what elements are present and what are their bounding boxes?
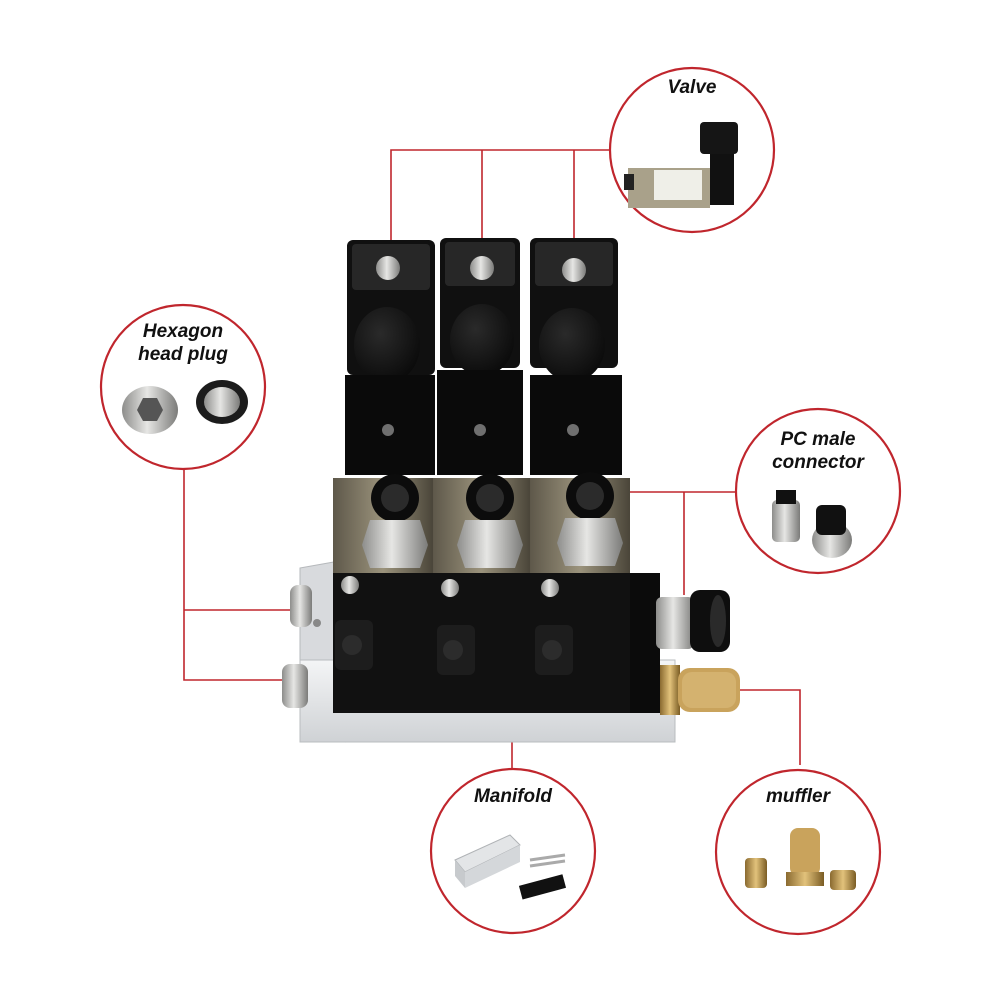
callout-lines <box>183 149 801 770</box>
valve-thumbnail <box>624 122 738 208</box>
callout-label-muffler: muffler <box>765 786 831 807</box>
valve-unit-1 <box>333 240 435 713</box>
callout-label-valve: Valve <box>667 77 717 98</box>
hex-plug-thumbnail <box>122 380 248 434</box>
side-pc-connector <box>656 590 730 652</box>
callout-circle-hex-plug <box>99 303 267 471</box>
side-muffler <box>660 665 740 715</box>
muffler-thumbnail <box>745 828 856 890</box>
valve-unit-3 <box>530 238 660 713</box>
callout-circle-muffler <box>714 768 882 936</box>
pc-connector-thumbnail <box>772 490 852 558</box>
callout-label-hex-plug: Hexagon head plug <box>138 321 228 365</box>
manifold-thumbnail <box>454 834 567 900</box>
callout-label-manifold: Manifold <box>473 786 553 807</box>
valve-unit-2 <box>433 238 530 713</box>
callout-circle-manifold <box>429 767 597 935</box>
callout-circle-valve <box>608 66 776 234</box>
callout-label-pc-connector: PC male connector <box>772 429 864 473</box>
callout-circle-pc-connector <box>734 407 902 575</box>
